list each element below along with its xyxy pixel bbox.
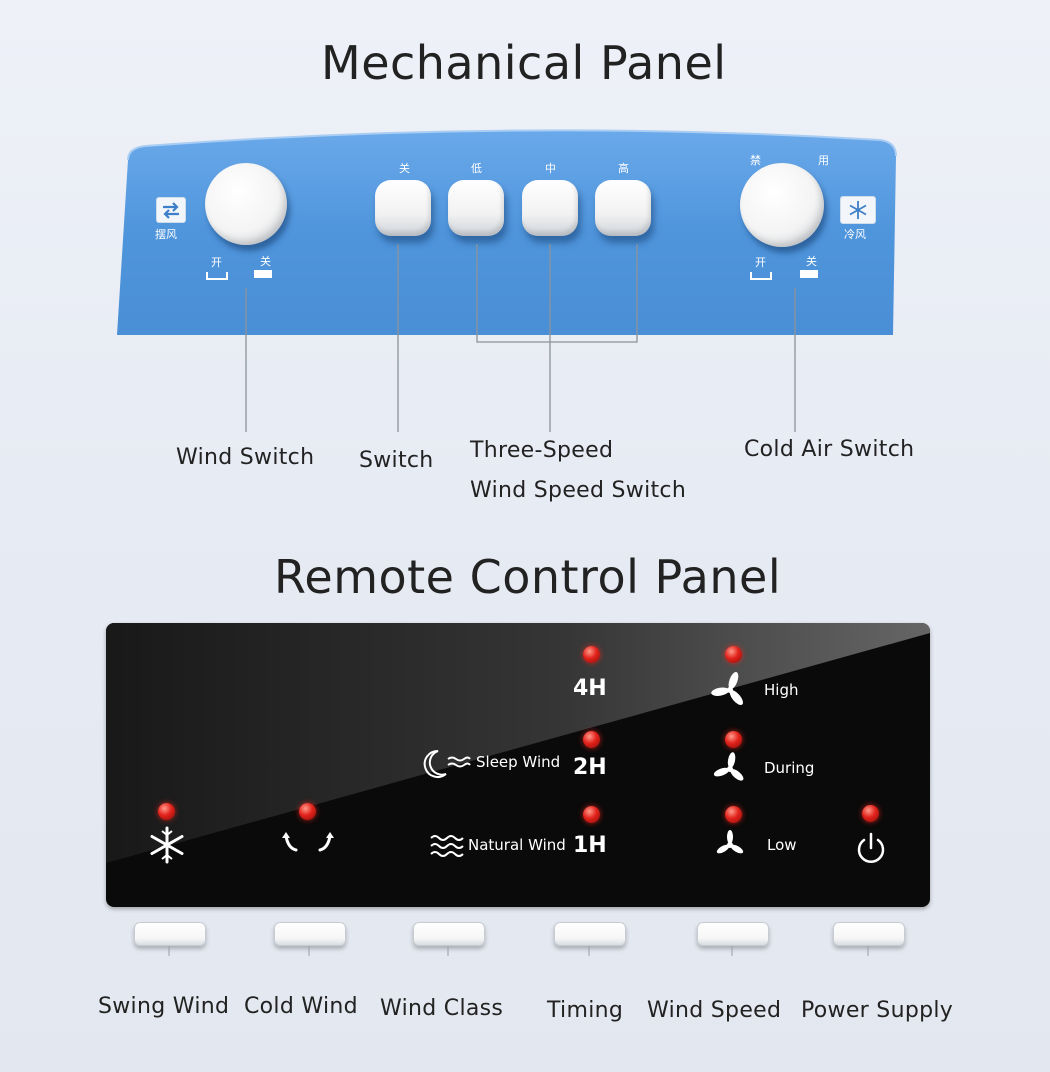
sleep-wind-icon (423, 749, 471, 778)
fan-high-icon (711, 672, 743, 706)
swing-led (158, 803, 175, 820)
cold-led (299, 803, 316, 820)
snowflake-icon (840, 196, 876, 224)
high-speed-button[interactable] (595, 180, 651, 236)
swing-icon-label: 摆风 (155, 228, 177, 241)
natural-wind-icon (430, 835, 464, 857)
low-label: 低 (471, 162, 482, 175)
wind-speed-label: Wind Speed (647, 998, 782, 1023)
timing-label: Timing (547, 998, 624, 1023)
timer-1h-led (583, 806, 600, 823)
speed-low-label: Low (767, 836, 797, 854)
callout-lines (245, 244, 796, 432)
right-top-a-label: 禁 (750, 154, 761, 167)
cold-air-switch-label: Cold Air Switch (744, 437, 915, 462)
power-supply-label: Power Supply (801, 998, 954, 1023)
low-speed-button[interactable] (448, 180, 504, 236)
snowflake-mode-icon (150, 826, 184, 864)
speed-high-led (725, 646, 742, 663)
button-ticks (168, 946, 869, 956)
speed-low-led (725, 806, 742, 823)
wind-switch-label: Wind Switch (176, 445, 315, 470)
mid-speed-button[interactable] (522, 180, 578, 236)
power-icon (857, 832, 885, 863)
high-label: 高 (618, 162, 629, 175)
right-off-mark (800, 270, 818, 278)
three-speed-label-line1: Three-Speed (470, 438, 614, 463)
wind-speed-button[interactable] (697, 922, 769, 946)
fan-during-icon (713, 752, 744, 781)
right-top-b-label: 用 (818, 154, 829, 167)
timer-4h-led (583, 646, 600, 663)
timer-2h-label: 2H (573, 755, 607, 780)
timer-1h-label: 1H (573, 833, 607, 858)
off-label: 关 (399, 162, 410, 175)
speed-high-label: High (764, 681, 799, 699)
three-speed-label-line2: Wind Speed Switch (470, 478, 687, 503)
cold-icon-label: 冷风 (844, 228, 866, 241)
power-supply-button[interactable] (833, 922, 905, 946)
wind-class-button[interactable] (413, 922, 485, 946)
left-on-label: 开 (211, 256, 222, 269)
mid-label: 中 (545, 162, 556, 175)
cold-wind-button[interactable] (274, 922, 346, 946)
remote-panel-title: Remote Control Panel (274, 550, 782, 604)
swing-arrows-icon (282, 832, 334, 852)
power-led (862, 805, 879, 822)
sleep-wind-label: Sleep Wind (476, 753, 561, 771)
right-on-mark (750, 272, 772, 280)
swing-wind-button[interactable] (134, 922, 206, 946)
timer-4h-label: 4H (573, 676, 607, 701)
swing-wind-label: Swing Wind (98, 994, 230, 1019)
off-button[interactable] (375, 180, 431, 236)
speed-during-label: During (764, 759, 815, 777)
natural-wind-label: Natural Wind (468, 836, 566, 854)
mechanical-panel-body (117, 129, 897, 335)
cold-wind-label: Cold Wind (244, 994, 358, 1019)
speed-during-led (725, 731, 742, 748)
right-off-label: 关 (806, 255, 817, 268)
wind-switch-knob[interactable] (205, 163, 287, 245)
switch-label: Switch (359, 448, 434, 473)
right-on-label: 开 (755, 256, 766, 269)
timing-button[interactable] (554, 922, 626, 946)
cold-air-switch-knob[interactable] (740, 163, 824, 247)
left-off-label: 关 (260, 255, 271, 268)
mechanical-panel-title: Mechanical Panel (321, 36, 727, 90)
remote-panel-body (106, 623, 930, 907)
wind-class-label: Wind Class (380, 996, 504, 1021)
left-off-mark (254, 270, 272, 278)
left-on-mark (206, 272, 228, 280)
fan-low-icon (716, 830, 744, 854)
swing-icon (156, 197, 186, 223)
timer-2h-led (583, 731, 600, 748)
